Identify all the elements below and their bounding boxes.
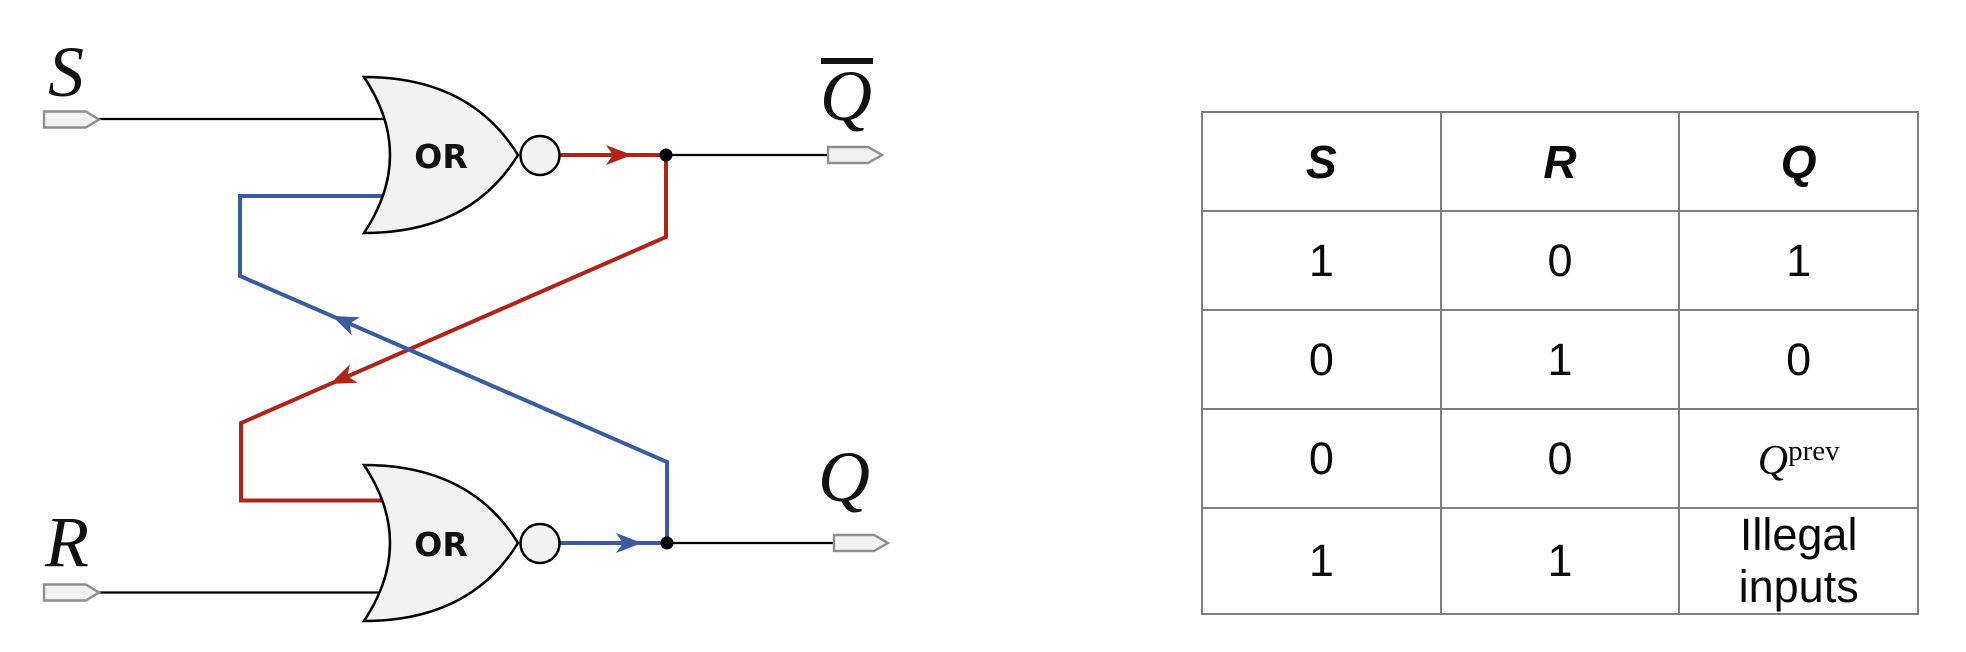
cell-q: 0 <box>1678 309 1919 410</box>
header-cell-r: R <box>1439 111 1681 212</box>
cell-r: 1 <box>1439 507 1681 615</box>
truth-table-header-row: S R Q <box>1201 111 1919 212</box>
gate-body-bottom-nor <box>361 463 520 623</box>
cell-r: 0 <box>1439 408 1681 509</box>
junction-dot-qbar <box>659 148 673 162</box>
junction-dot-q <box>660 536 674 550</box>
input-pin-r <box>42 583 102 602</box>
cell-s: 1 <box>1201 210 1442 311</box>
output-pin-q <box>832 533 891 553</box>
gate-body-top-nor <box>361 75 520 235</box>
header-cell-s: S <box>1201 111 1442 212</box>
cell-q: 1 <box>1678 210 1919 311</box>
arrowhead-blue-output-icon <box>616 533 642 553</box>
gate-label-top-nor: OR <box>414 137 467 176</box>
gate-bubble-top-nor <box>519 134 561 177</box>
wire-feedback-q-blue <box>238 194 669 545</box>
wire-feedback-qbar-red <box>239 153 668 503</box>
cell-r: 1 <box>1439 309 1681 410</box>
cell-illegal-inputs: Illegal inputs <box>1678 507 1919 615</box>
table-row: 1 0 1 <box>1201 210 1919 311</box>
table-row: 1 1 Illegal inputs <box>1201 507 1919 615</box>
qprev-base-text: Q <box>1757 437 1789 484</box>
label-input-r: R <box>44 502 89 582</box>
table-row: 0 1 0 <box>1201 309 1919 410</box>
cell-r: 0 <box>1439 210 1681 311</box>
arrowhead-blue-feedback-icon <box>332 316 360 336</box>
label-input-s: S <box>48 32 84 112</box>
gate-bubble-bottom-nor <box>519 522 561 565</box>
label-output-q: Q <box>818 437 870 517</box>
output-pin-qbar <box>826 145 885 165</box>
table-row: 0 0 Qprev <box>1201 408 1919 509</box>
truth-table: S R Q 1 0 1 0 1 0 0 0 Qprev <box>1201 111 1919 615</box>
cell-s: 0 <box>1201 309 1442 410</box>
gate-label-bottom-nor: OR <box>414 525 467 564</box>
qprev-superscript-text: prev <box>1788 434 1840 467</box>
circuit-diagram: OR OR S R Q Q <box>42 32 891 623</box>
arrowhead-red-output-icon <box>606 145 632 165</box>
cell-q-prev: Qprev <box>1678 408 1919 509</box>
header-cell-q: Q <box>1678 111 1919 212</box>
cell-s: 0 <box>1201 408 1442 509</box>
input-pin-s <box>42 110 102 129</box>
label-output-qbar: Q <box>820 56 872 136</box>
cell-s: 1 <box>1201 507 1442 615</box>
arrowhead-red-feedback-icon <box>330 364 358 384</box>
